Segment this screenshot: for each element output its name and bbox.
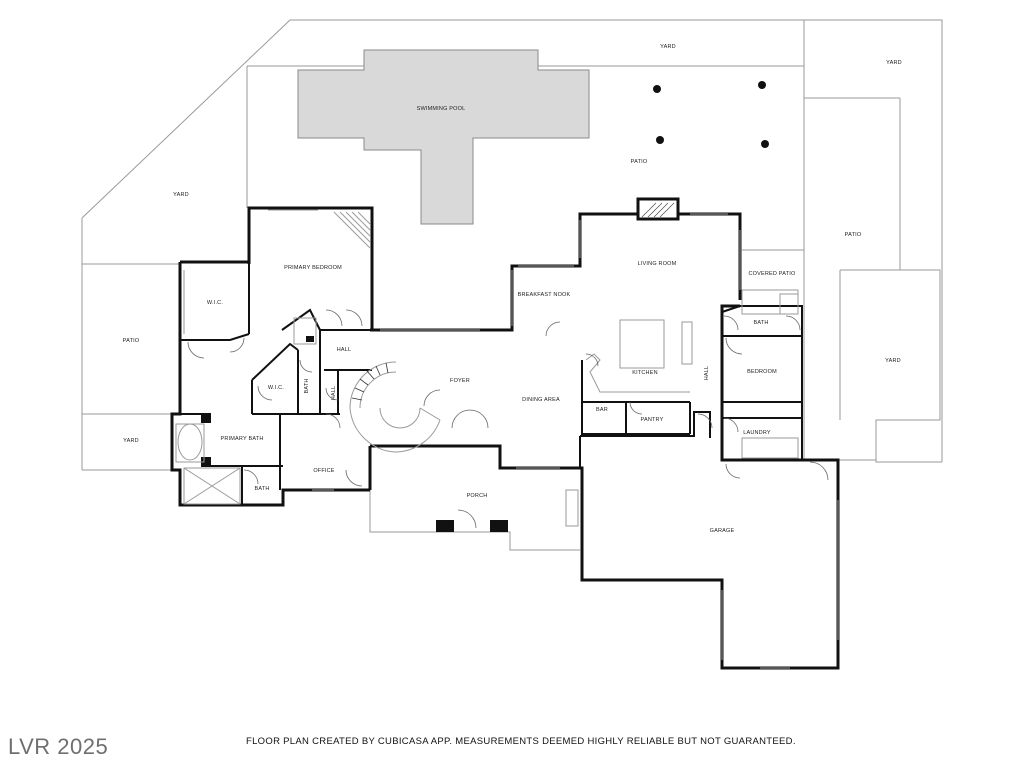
- label-hall-small: HALL: [331, 386, 337, 401]
- doors: [187, 309, 829, 529]
- room-labels: YARD YARD SWIMMING POOL PATIO YARD PATIO…: [123, 44, 902, 534]
- exterior-walls: [170, 206, 840, 670]
- label-bar: BAR: [596, 407, 608, 413]
- label-breakfast-nook: BREAKFAST NOOK: [518, 292, 571, 298]
- label-living-room: LIVING ROOM: [638, 261, 677, 267]
- label-primary-bath: PRIMARY BATH: [220, 436, 263, 442]
- label-bath-small: BATH: [304, 378, 310, 393]
- label-yard-bottom-left: YARD: [123, 438, 139, 444]
- windows-and-details: [175, 209, 839, 669]
- label-wic-lower: W.I.C.: [268, 385, 284, 391]
- label-yard-right: YARD: [885, 358, 901, 364]
- label-foyer: FOYER: [450, 378, 470, 384]
- label-pantry: PANTRY: [640, 417, 663, 423]
- label-porch: PORCH: [467, 493, 488, 499]
- label-yard-top: YARD: [660, 44, 676, 50]
- swimming-pool: [297, 49, 590, 225]
- label-patio-right: PATIO: [845, 232, 862, 238]
- fireplace: [636, 197, 680, 221]
- label-dining-area: DINING AREA: [522, 397, 560, 403]
- watermark: LVR 2025: [8, 734, 109, 759]
- label-patio-top: PATIO: [631, 159, 648, 165]
- label-bedroom: BEDROOM: [747, 369, 777, 375]
- label-hall-center: HALL: [337, 347, 352, 353]
- label-patio-left: PATIO: [123, 338, 140, 344]
- label-primary-bedroom: PRIMARY BEDROOM: [284, 265, 342, 271]
- label-covered-patio: COVERED PATIO: [748, 271, 796, 277]
- label-laundry: LAUNDRY: [743, 430, 771, 436]
- label-kitchen: KITCHEN: [632, 370, 658, 376]
- fireplace-hatch: [641, 202, 675, 218]
- label-bath-right: BATH: [753, 320, 768, 326]
- label-swimming-pool: SWIMMING POOL: [417, 106, 466, 112]
- patio-posts: [653, 81, 769, 148]
- label-wic-upper: W.I.C.: [207, 300, 223, 306]
- label-office: OFFICE: [313, 468, 334, 474]
- property-outline: [81, 19, 943, 551]
- interior-walls: [180, 264, 803, 505]
- label-hall-right: HALL: [704, 366, 710, 381]
- label-garage: GARAGE: [710, 528, 735, 534]
- label-bath-primary-wc: BATH: [254, 486, 269, 492]
- label-yard-top-right: YARD: [886, 60, 902, 66]
- entry-columns: [306, 336, 508, 532]
- spiral-stair-treads: [351, 362, 389, 401]
- footer-disclaimer: FLOOR PLAN CREATED BY CUBICASA APP. MEAS…: [246, 736, 796, 747]
- label-yard-left: YARD: [173, 192, 189, 198]
